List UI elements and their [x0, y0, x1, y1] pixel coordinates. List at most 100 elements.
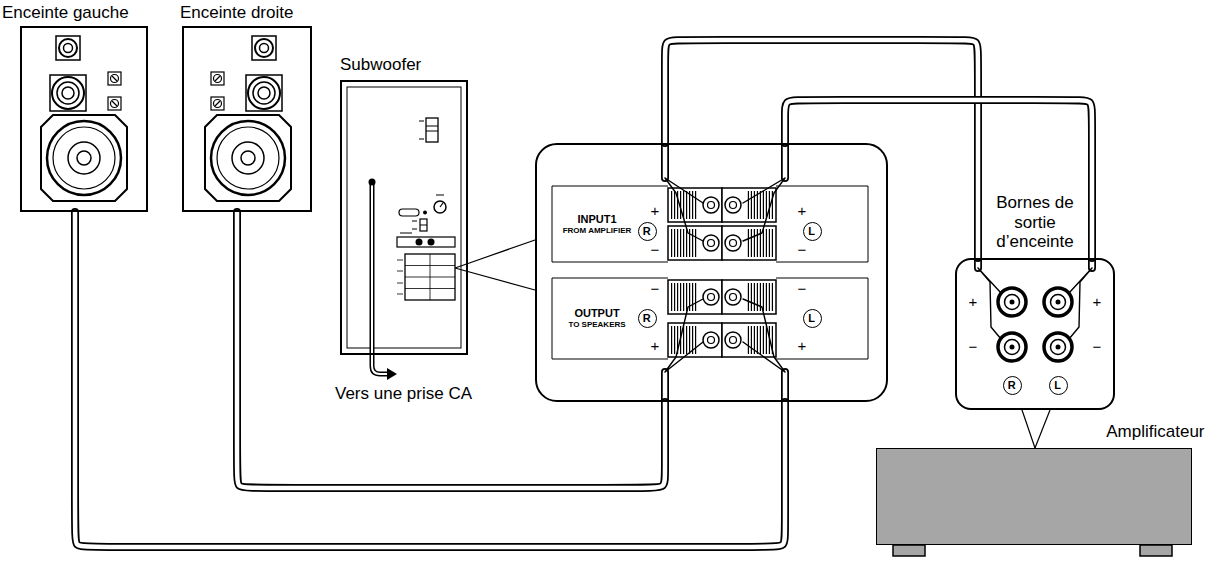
cable-core: [75, 212, 785, 547]
channel-badge: R: [638, 309, 657, 328]
power-cord-grommet: [369, 179, 376, 186]
left-speaker-drivers: [41, 36, 127, 201]
amplifier-heading: Amplificateur: [1106, 422, 1204, 442]
channel-letter: R: [643, 224, 651, 237]
text-line: OUTPUT: [568, 307, 625, 320]
text-anchor: R: [1008, 378, 1016, 391]
channel-letter: L: [808, 224, 815, 237]
text-anchor: −: [1093, 338, 1102, 355]
power-switch: [426, 118, 438, 142]
terminal-group-bracket: [552, 186, 868, 359]
text-anchor: L: [808, 311, 815, 324]
text-anchor: Bornes de sortie d’enceinte: [991, 193, 1079, 252]
text-anchor: +: [798, 337, 807, 354]
cable-core: [665, 40, 978, 258]
polarity-sign: −: [651, 241, 660, 258]
leader-stroke: [1022, 410, 1035, 448]
subwoofer-inner-edge: [347, 87, 461, 348]
cable-jacket: [665, 40, 978, 258]
polarity-sign: −: [969, 338, 978, 355]
amp-post-l-plus: [1044, 288, 1072, 316]
cable-core: [237, 212, 665, 488]
text-anchor: −: [798, 280, 807, 297]
channel-letter: R: [643, 311, 651, 324]
power-switch-detail: [419, 121, 438, 139]
callout-pointer: [1035, 410, 1050, 448]
polarity-sign: +: [651, 337, 660, 354]
terminal-cell-l-output-plus: [722, 323, 776, 357]
amp-post-r-plus: [998, 288, 1026, 316]
terminal-cell-l-input-minus: [722, 226, 776, 260]
channel-badge: L: [1049, 376, 1068, 395]
cable-end-core: [665, 143, 1092, 402]
text-line: TO SPEAKERS: [568, 320, 625, 329]
channel-badge: L: [803, 222, 822, 241]
polarity-sign: +: [969, 293, 978, 310]
channel-badge: L: [803, 309, 822, 328]
polarity-sign: −: [798, 241, 807, 258]
text-anchor: OUTPUT TO SPEAKERS: [568, 307, 625, 329]
terminal-cell-l-output-minus: [722, 280, 776, 314]
fuse-holder: [399, 209, 419, 216]
leader-line: [468, 240, 535, 263]
wire-lead: [978, 268, 1092, 339]
cable-jacket: [75, 212, 785, 547]
text-anchor: R: [643, 224, 651, 237]
cable-end: [665, 143, 1092, 402]
channel-badge: R: [1003, 376, 1022, 395]
polarity-sign: +: [798, 337, 807, 354]
note-text: Vers une prise CA: [335, 384, 472, 404]
text-anchor: Subwoofer: [340, 55, 421, 75]
speaker-cable: [665, 40, 978, 258]
text-anchor: −: [651, 280, 660, 297]
mode-switch-detail: [412, 221, 427, 229]
power-cord: [372, 182, 388, 374]
polarity-sign: +: [651, 202, 660, 219]
subwoofer-heading: Subwoofer: [340, 55, 421, 75]
terminal-cell-r-output-plus: [668, 323, 722, 357]
channel-letter: L: [1054, 378, 1061, 391]
text-anchor: −: [651, 241, 660, 258]
text-anchor: Enceinte droite: [180, 3, 293, 23]
input-jack: [428, 239, 435, 246]
subwoofer-terminal-grid: [397, 254, 455, 300]
amplifier-unit: Amplificateur: [876, 448, 1192, 545]
text-anchor: R: [643, 311, 651, 324]
right-speaker-drivers: [205, 36, 291, 201]
polarity-sign: −: [651, 280, 660, 297]
polarity-sign: −: [798, 280, 807, 297]
wire-lead: [665, 178, 785, 372]
text-anchor: Amplificateur: [1106, 422, 1204, 442]
power-cord-core: [372, 182, 388, 374]
amplifier-foot: [893, 545, 925, 556]
subwoofer-cabinet: Subwoofer: [340, 80, 468, 355]
input-jacks-mark: [400, 233, 412, 234]
level-knob-mark: [436, 195, 444, 207]
speaker-cabinet: Enceinte droite: [182, 26, 312, 212]
terminal-callout: RLBornes de sortie d’enceinte: [955, 258, 1115, 410]
speaker-cable: [75, 212, 785, 547]
text-anchor: +: [798, 202, 807, 219]
text-anchor: +: [1093, 293, 1102, 310]
input-jack: [416, 239, 423, 246]
speaker-cable: [785, 100, 1092, 258]
terminal-group-label: INPUT1 FROM AMPLIFIER: [563, 213, 632, 235]
text-anchor: +: [969, 293, 978, 310]
power-cord-arrowhead: [387, 368, 397, 380]
terminal-cell-r-input-minus: [668, 226, 722, 260]
cable-core: [785, 100, 1092, 258]
text-anchor: +: [651, 202, 660, 219]
channel-letter: R: [1008, 378, 1016, 391]
text-anchor: +: [651, 337, 660, 354]
polarity-sign: +: [798, 202, 807, 219]
text-anchor: L: [1054, 378, 1061, 391]
text-anchor: −: [798, 241, 807, 258]
amp-post-l-minus: [1044, 333, 1072, 361]
text-anchor: −: [969, 338, 978, 355]
amp-post-r-minus: [998, 333, 1026, 361]
text-anchor: L: [808, 224, 815, 237]
cable-jacket: [237, 212, 665, 488]
speaker-cable: [237, 212, 665, 488]
